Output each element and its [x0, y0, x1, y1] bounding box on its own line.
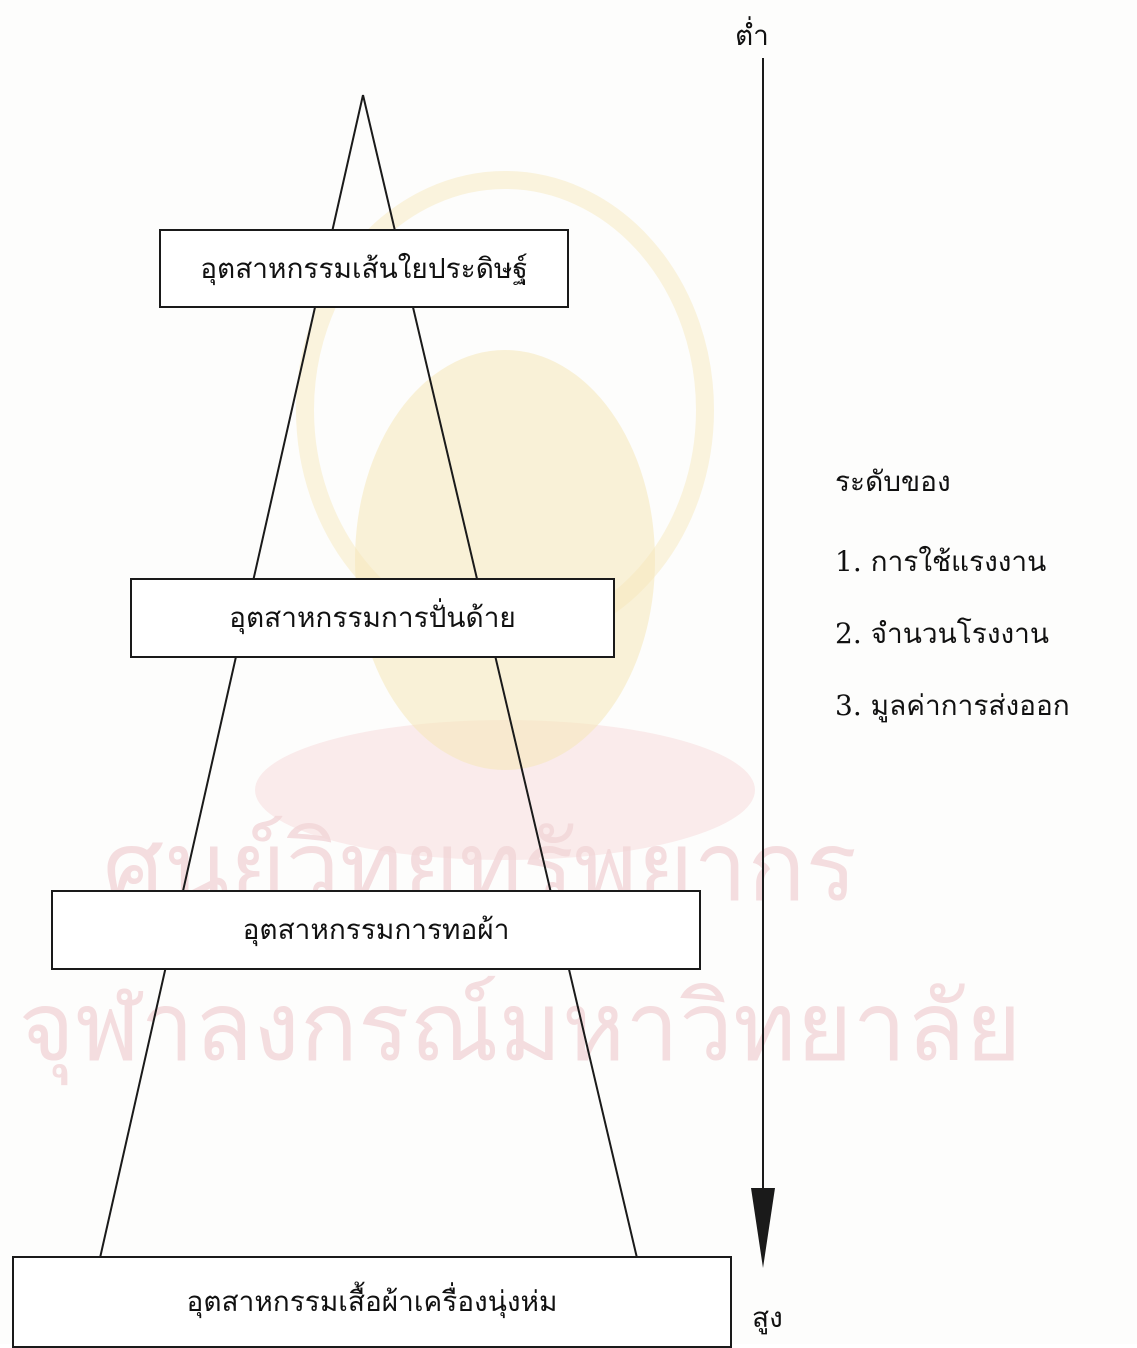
tier-box-synthetic-fiber: อุตสาหกรรมเส้นใยประดิษฐ์ — [159, 229, 569, 308]
tier-box-spinning: อุตสาหกรรมการปั่นด้าย — [130, 578, 615, 658]
tier-label: อุตสาหกรรมเส้นใยประดิษฐ์ — [200, 251, 528, 285]
tier-box-garment: อุตสาหกรรมเสื้อผ้าเครื่องนุ่งห่ม — [12, 1256, 732, 1348]
level-arrow — [751, 58, 775, 1268]
axis-low-label: ต่ำ — [735, 19, 769, 52]
level-arrow-head — [751, 1188, 775, 1268]
level-legend: ระดับของ 1. การใช้แรงงาน 2. จำนวนโรงงาน … — [835, 468, 1070, 764]
watermark-line-2: จุฬาลงกรณ์มหาวิทยาลัย — [18, 971, 1021, 1086]
legend-item-factories: 2. จำนวนโรงงาน — [835, 617, 1050, 650]
legend-title: ระดับของ — [835, 465, 951, 498]
axis-high-label: สูง — [752, 1301, 783, 1334]
tier-box-weaving: อุตสาหกรรมการทอผ้า — [51, 890, 701, 970]
legend-item-labor: 1. การใช้แรงงาน — [835, 545, 1047, 578]
tier-label: อุตสาหกรรมการทอผ้า — [242, 913, 510, 946]
tier-label: อุตสาหกรรมเสื้อผ้าเครื่องนุ่งห่ม — [186, 1285, 558, 1318]
legend-item-export-value: 3. มูลค่าการส่งออก — [835, 689, 1070, 722]
tier-label: อุตสาหกรรมการปั่นด้าย — [229, 601, 516, 634]
